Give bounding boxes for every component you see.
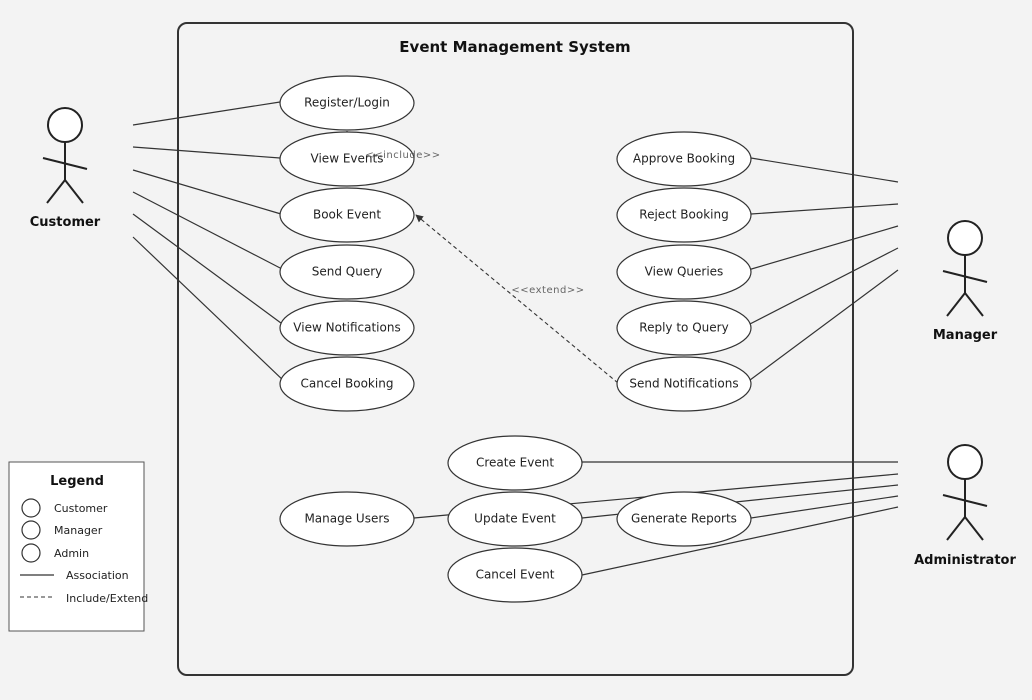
assoc-manager-approve-booking: [750, 157, 899, 183]
svg-text:Send Notifications: Send Notifications: [629, 377, 738, 391]
assoc-admin-generate-reports: [750, 495, 899, 519]
svg-text:Cancel Event: Cancel Event: [476, 568, 555, 582]
use-case-view-notifications[interactable]: View Notifications: [279, 300, 415, 356]
actor-administrator-head-icon: [947, 444, 983, 480]
actor-manager-head-icon: [947, 220, 983, 256]
svg-text:Book Event: Book Event: [313, 208, 381, 222]
use-case-book-event[interactable]: Book Event: [279, 187, 415, 243]
assoc-admin-cancel-event: [581, 506, 899, 576]
actor-administrator[interactable]: Administrator: [914, 444, 1016, 568]
use-case-cancel-event[interactable]: Cancel Event: [447, 547, 583, 603]
assoc-customer-view-events: [132, 146, 281, 159]
actor-manager-label: Manager: [933, 328, 998, 343]
actor-customer[interactable]: Customer: [30, 107, 101, 230]
actor-administrator-label: Administrator: [914, 553, 1016, 568]
use-case-view-queries[interactable]: View Queries: [616, 244, 752, 300]
use-case-reply-to-query[interactable]: Reply to Query: [616, 300, 752, 356]
use-case-send-notifications[interactable]: Send Notifications: [616, 356, 752, 412]
legend-manager-icon: [21, 520, 41, 540]
svg-text:Register/Login: Register/Login: [304, 96, 390, 110]
svg-text:View Notifications: View Notifications: [293, 321, 400, 335]
legend-customer-icon: [21, 498, 41, 518]
manager-associations: [745, 157, 899, 384]
legend-include-extend-label: Include/Extend: [66, 592, 148, 605]
assoc-manager-view-queries: [747, 225, 899, 271]
svg-text:Reply to Query: Reply to Query: [639, 321, 728, 335]
use-case-register-login[interactable]: Register/Login: [279, 75, 415, 131]
svg-text:Send Query: Send Query: [312, 265, 383, 279]
svg-text:Create Event: Create Event: [476, 456, 554, 470]
assoc-customer-send-query: [132, 191, 285, 271]
system-title: Event Management System: [399, 38, 630, 56]
use-case-view-events[interactable]: View Events: [279, 131, 415, 187]
legend-title: Legend: [50, 474, 104, 489]
use-case-generate-reports[interactable]: Generate Reports: [616, 491, 752, 547]
svg-text:View Events: View Events: [311, 152, 384, 166]
legend: Legend Customer Manager Admin Associatio…: [8, 461, 148, 632]
use-case-cancel-booking[interactable]: Cancel Booking: [279, 356, 415, 412]
legend-customer-label: Customer: [54, 502, 108, 515]
use-case-create-event[interactable]: Create Event: [447, 435, 583, 491]
legend-admin-label: Admin: [54, 547, 89, 560]
assoc-customer-book-event: [132, 169, 282, 215]
assoc-customer-register-login: [132, 101, 281, 126]
assoc-customer-view-notifications: [132, 213, 286, 327]
svg-text:Generate Reports: Generate Reports: [631, 512, 737, 526]
svg-text:View Queries: View Queries: [645, 265, 724, 279]
extend-label: <<extend>>: [511, 285, 584, 296]
legend-admin-icon: [21, 543, 41, 563]
include-label: <<include>>: [365, 150, 440, 161]
legend-association-label: Association: [66, 569, 129, 582]
assoc-manager-reply-to-query: [745, 247, 899, 327]
use-case-approve-booking[interactable]: Approve Booking: [616, 131, 752, 187]
assoc-manager-send-notifications: [745, 269, 899, 384]
use-case-reject-booking[interactable]: Reject Booking: [616, 187, 752, 243]
extend-arrow: [415, 214, 619, 384]
actor-manager[interactable]: Manager: [933, 220, 998, 343]
assoc-customer-cancel-booking: [132, 236, 287, 384]
customer-associations: [132, 101, 287, 384]
svg-text:Reject Booking: Reject Booking: [639, 208, 728, 222]
actor-customer-head-icon: [47, 107, 83, 143]
system-boundary: [177, 22, 854, 676]
svg-text:Update Event: Update Event: [474, 512, 556, 526]
actor-customer-label: Customer: [30, 215, 101, 230]
use-case-send-query[interactable]: Send Query: [279, 244, 415, 300]
assoc-manager-reject-booking: [750, 203, 899, 215]
use-case-manage-users[interactable]: Manage Users: [279, 491, 415, 547]
legend-manager-label: Manager: [54, 524, 103, 537]
svg-text:Manage Users: Manage Users: [304, 512, 389, 526]
use-case-update-event[interactable]: Update Event: [447, 491, 583, 547]
svg-text:Cancel Booking: Cancel Booking: [301, 377, 394, 391]
svg-text:Approve Booking: Approve Booking: [633, 152, 735, 166]
